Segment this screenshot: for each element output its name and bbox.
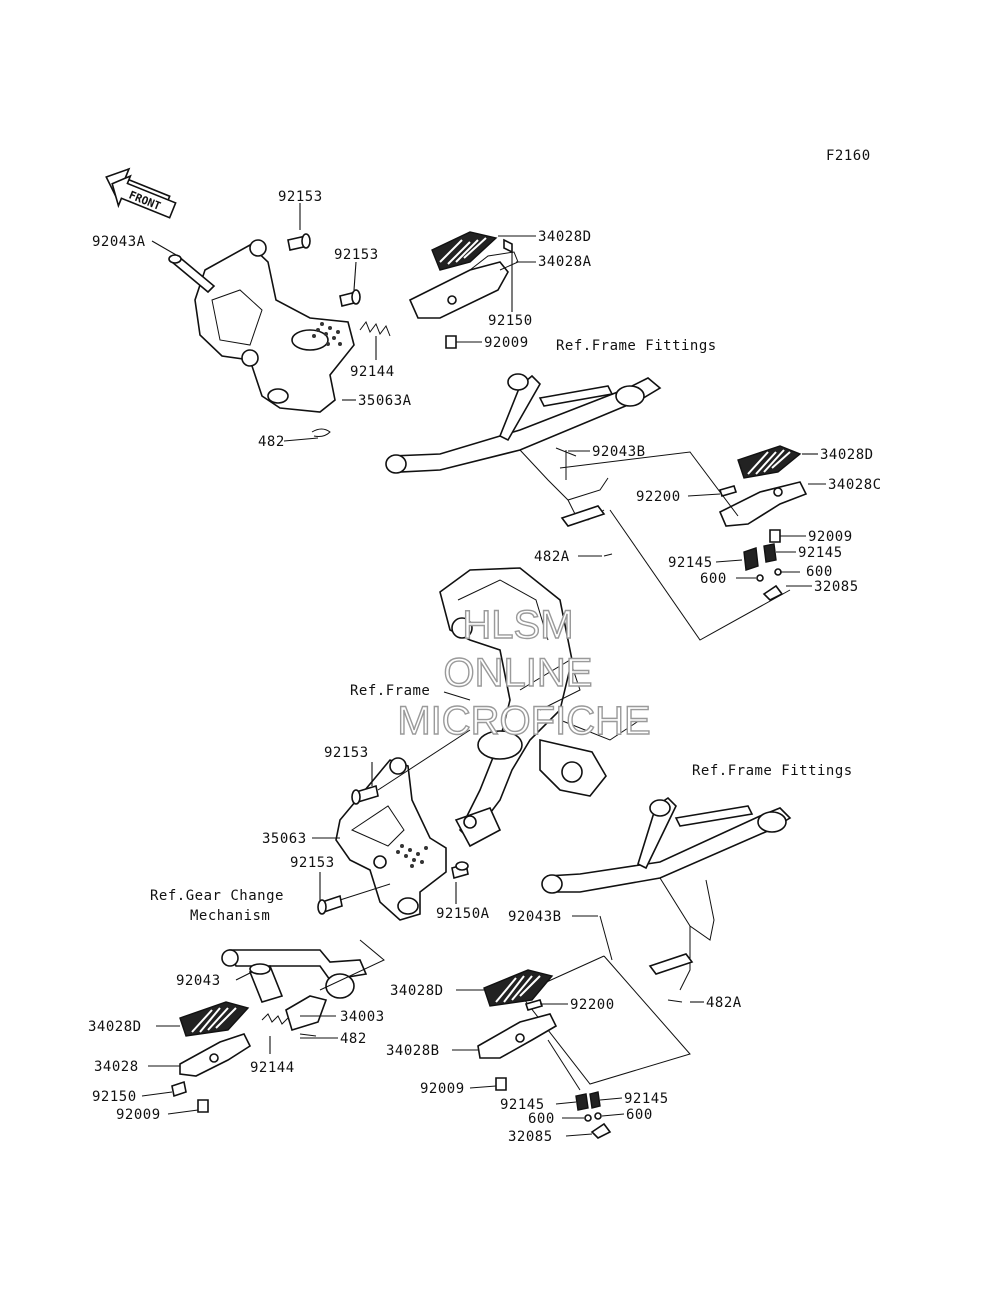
part-label: 482A [534, 549, 570, 565]
part-label: 92153 [324, 745, 369, 761]
part-label: 92009 [808, 529, 853, 545]
part-label: 92153 [290, 855, 335, 871]
diagram-code: F2160 [826, 148, 871, 164]
footpeg-34028C-drawing [555, 445, 808, 641]
part-label: 35063A [358, 393, 412, 409]
part-label: 34028D [88, 1019, 142, 1035]
ref-gear-change-line-2: Mechanism [190, 908, 270, 924]
part-label: 34028D [820, 447, 874, 463]
footpeg-34028B-drawing [477, 969, 612, 1139]
part-label: 600 [528, 1111, 555, 1127]
ref-frame: Ref.Frame [350, 683, 430, 699]
part-label: 600 [806, 564, 833, 580]
ref-gear-change-line-1: Ref.Gear Change [150, 888, 284, 904]
part-label: 34003 [340, 1009, 385, 1025]
watermark-line-1: HLSM [462, 603, 573, 647]
part-label: 92145 [798, 545, 843, 561]
frame-fittings-bottom-drawing [519, 796, 792, 1085]
bracket-35063A-drawing [168, 233, 391, 437]
bracket-35063-drawing [317, 729, 471, 921]
ref-frame-fittings-top: Ref.Frame Fittings [556, 338, 717, 354]
part-label: 482 [258, 434, 285, 450]
part-label: 92009 [420, 1081, 465, 1097]
part-label: 32085 [508, 1129, 553, 1145]
part-label: 92043B [592, 444, 646, 460]
part-label: 92009 [484, 335, 529, 351]
watermark-line-2: ONLINE [444, 651, 593, 695]
part-label: 32085 [814, 579, 859, 595]
part-label: 34028C [828, 477, 882, 493]
part-label: 92043 [176, 973, 221, 989]
part-label: 600 [700, 571, 727, 587]
part-labels: 92153 92043A 92153 34028D 34028A 92150 9… [88, 189, 882, 1145]
front-arrow-icon: FRONT [105, 167, 177, 219]
part-label: 34028A [538, 254, 592, 270]
part-label: 92009 [116, 1107, 161, 1123]
ref-frame-fittings-bottom: Ref.Frame Fittings [692, 763, 853, 779]
footpeg-34028A-drawing [408, 231, 519, 349]
part-label: 92144 [350, 364, 395, 380]
frame-fittings-top-drawing [385, 373, 662, 527]
part-label: 482A [706, 995, 742, 1011]
part-label: 92043A [92, 234, 146, 250]
part-label: 92153 [278, 189, 323, 205]
part-label: 92144 [250, 1060, 295, 1076]
part-label: 600 [626, 1107, 653, 1123]
part-label: 92043B [508, 909, 562, 925]
part-label: 92150 [488, 313, 533, 329]
part-label: 92145 [624, 1091, 669, 1107]
part-label: 92200 [636, 489, 681, 505]
watermark-line-3: MICROFICHE [397, 699, 650, 743]
watermark: HLSM ONLINE MICROFICHE [397, 602, 652, 743]
footpeg-34028-drawing [171, 939, 385, 1113]
leader-lines [141, 203, 826, 1137]
part-label: 482 [340, 1031, 367, 1047]
part-label: 34028D [538, 229, 592, 245]
part-label: 92150 [92, 1089, 137, 1105]
part-label: 92153 [334, 247, 379, 263]
part-label: 34028B [386, 1043, 440, 1059]
part-label: 92200 [570, 997, 615, 1013]
main-frame-drawing [439, 567, 641, 848]
part-label: 35063 [262, 831, 307, 847]
part-label: 92150A [436, 906, 490, 922]
part-label: 92145 [500, 1097, 545, 1113]
part-label: 34028 [94, 1059, 139, 1075]
part-label: 92145 [668, 555, 713, 571]
part-label: 34028D [390, 983, 444, 999]
